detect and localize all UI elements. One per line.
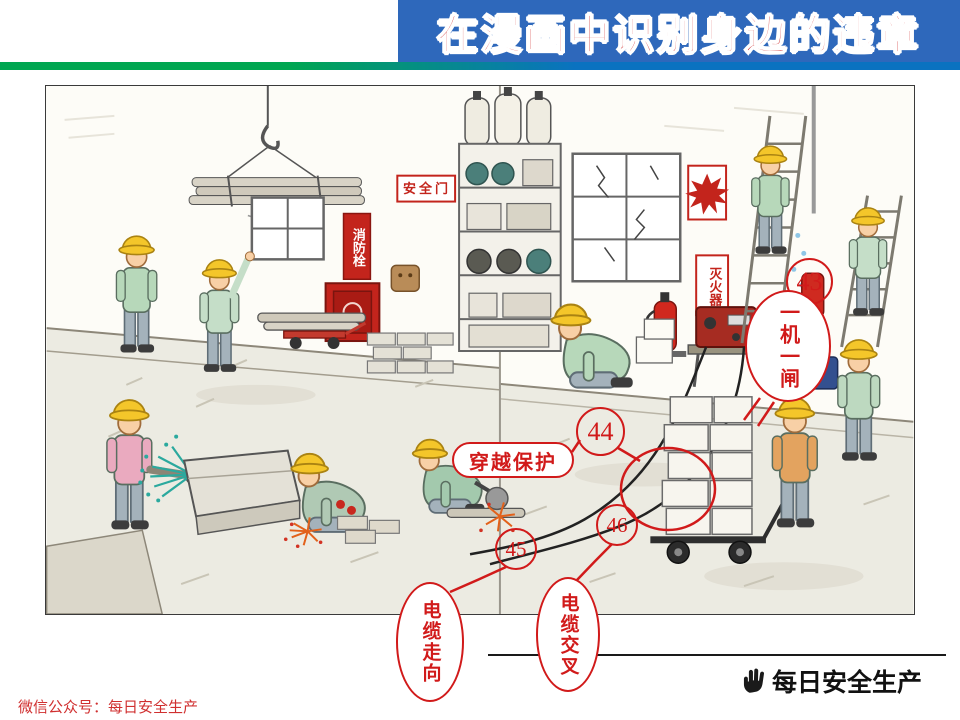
brick-stacks [366,332,454,374]
green-spark-spray [138,434,193,503]
violation-label-43: 一机一闸 [745,290,831,402]
sign-safety-door: 安全门 [402,181,451,197]
brand-logo: 每日安全生产 [740,663,922,699]
violation-label-45: 电缆走向 [396,582,464,702]
sign-fire-hydrant: 消防栓 [350,227,366,267]
title-band: 在漫画中识别身边的违章 [398,0,960,62]
violation-label-46: 电缆交叉 [536,577,600,692]
fire-hydrant-sign-board [342,212,372,281]
page-title: 在漫画中识别身边的违章 [436,11,921,59]
violation-badge-46: 46 [596,504,638,546]
footer-divider [488,654,946,656]
wechat-account: 微信公众号：每日安全生产 [18,699,199,716]
block-cart [650,396,790,564]
curb-stone [46,529,163,614]
window-right [571,152,682,283]
worker-mason-crouching [290,452,369,533]
violation-label-44: 穿越保护 [452,442,574,478]
sign-extinguisher: 灭火器 [707,266,723,306]
worker-on-ladder-left [750,145,790,255]
gas-cylinders [464,86,552,147]
wall-texture [64,106,804,139]
safety-door-plaque [396,174,457,203]
window-left [250,196,325,261]
pipe-trolley [257,312,367,350]
worker-on-ladder-right [848,207,888,317]
violation-badge-44: 44 [576,407,625,456]
loose-bricks [336,515,400,544]
violation-badge-45: 45 [495,528,537,570]
brand-name: 每日安全生产 [772,669,923,697]
white-boxes [635,318,675,364]
worker-pointing-up [199,251,255,373]
starburst-warning-sign [685,164,730,221]
spark-burst-left [283,517,323,549]
accent-divider [0,62,960,70]
storage-shelf [458,142,562,352]
wall-bell [390,264,420,292]
worker-bending-over [550,303,634,389]
hand-icon [743,668,765,693]
steel-channel-beam [182,449,301,536]
